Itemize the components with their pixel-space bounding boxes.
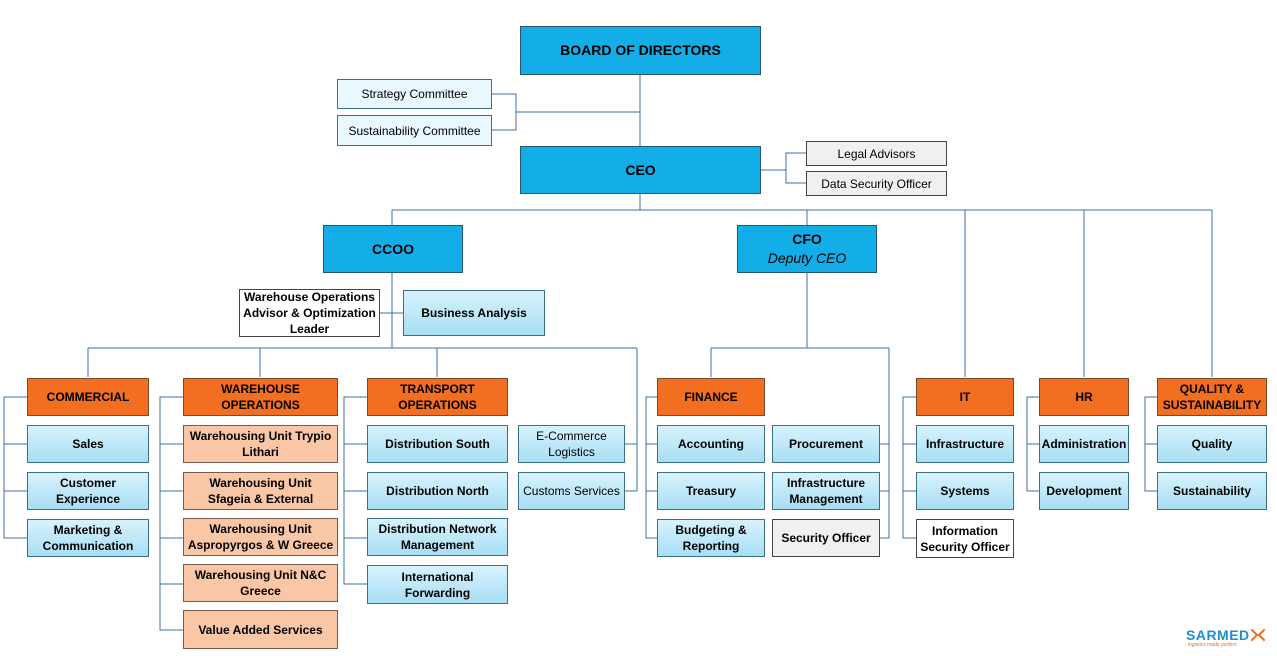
commercial-unit: Customer Experience [27, 472, 149, 510]
arrows-logo-icon [1251, 629, 1265, 641]
logo-tagline: logistics made perfect [1188, 642, 1237, 648]
finance-unit: Treasury [657, 472, 765, 510]
warehouse-unit: Value Added Services [183, 610, 338, 649]
cfo-title: CFO [792, 231, 822, 247]
cfo-box: CFO Deputy CEO [737, 225, 877, 273]
commercial-unit: Marketing & Communication [27, 519, 149, 557]
hr-unit: Administration [1039, 425, 1129, 463]
quality-sustainability-dept-box: QUALITY & SUSTAINABILITY [1157, 378, 1267, 416]
ccoo-box: CCOO [323, 225, 463, 273]
cfo-direct-unit: Infrastructure Management [772, 472, 880, 510]
cfo-subtitle: Deputy CEO [767, 250, 847, 266]
finance-dept-box: FINANCE [657, 378, 765, 416]
legal-advisors-box: Legal Advisors [806, 141, 947, 166]
hr-unit: Development [1039, 472, 1129, 510]
transport-unit: Distribution Network Management [367, 518, 508, 556]
it-unit: Systems [916, 472, 1014, 510]
warehouse-unit: Warehousing Unit Trypio Lithari [183, 425, 338, 463]
warehouse-unit: Warehousing Unit Aspropyrgos & W Greece [183, 518, 338, 556]
ccoo-direct-unit: E-Commerce Logistics [518, 425, 625, 463]
quality-unit: Quality [1157, 425, 1267, 463]
security-officer-box: Security Officer [772, 519, 880, 557]
logo-wordmark: SARMED [1186, 627, 1250, 643]
commercial-dept-box: COMMERCIAL [27, 378, 149, 416]
warehouse-unit: Warehousing Unit Sfageia & External [183, 472, 338, 510]
it-unit: Information Security Officer [916, 519, 1014, 558]
ccoo-direct-unit: Customs Services [518, 472, 625, 510]
transport-unit: Distribution North [367, 472, 508, 510]
transport-unit: Distribution South [367, 425, 508, 463]
finance-unit: Accounting [657, 425, 765, 463]
warehouse-advisor-box: Warehouse Operations Advisor & Optimizat… [239, 289, 380, 337]
it-dept-box: IT [916, 378, 1014, 416]
finance-unit: Budgeting & Reporting [657, 519, 765, 557]
cfo-direct-unit: Procurement [772, 425, 880, 463]
strategy-committee-box: Strategy Committee [337, 79, 492, 109]
data-security-officer-box: Data Security Officer [806, 171, 947, 196]
business-analysis-box: Business Analysis [403, 290, 545, 336]
hr-dept-box: HR [1039, 378, 1129, 416]
it-unit: Infrastructure [916, 425, 1014, 463]
transport-operations-dept-box: TRANSPORT OPERATIONS [367, 378, 508, 416]
quality-unit: Sustainability [1157, 472, 1267, 510]
board-of-directors-box: BOARD OF DIRECTORS [520, 26, 761, 75]
warehouse-unit: Warehousing Unit N&C Greece [183, 564, 338, 602]
commercial-unit: Sales [27, 425, 149, 463]
warehouse-operations-dept-box: WAREHOUSE OPERATIONS [183, 378, 338, 416]
transport-unit: International Forwarding [367, 565, 508, 604]
sustainability-committee-box: Sustainability Committee [337, 115, 492, 146]
sarmed-logo: SARMED logistics made perfect [1186, 628, 1268, 654]
ceo-box: CEO [520, 146, 761, 194]
